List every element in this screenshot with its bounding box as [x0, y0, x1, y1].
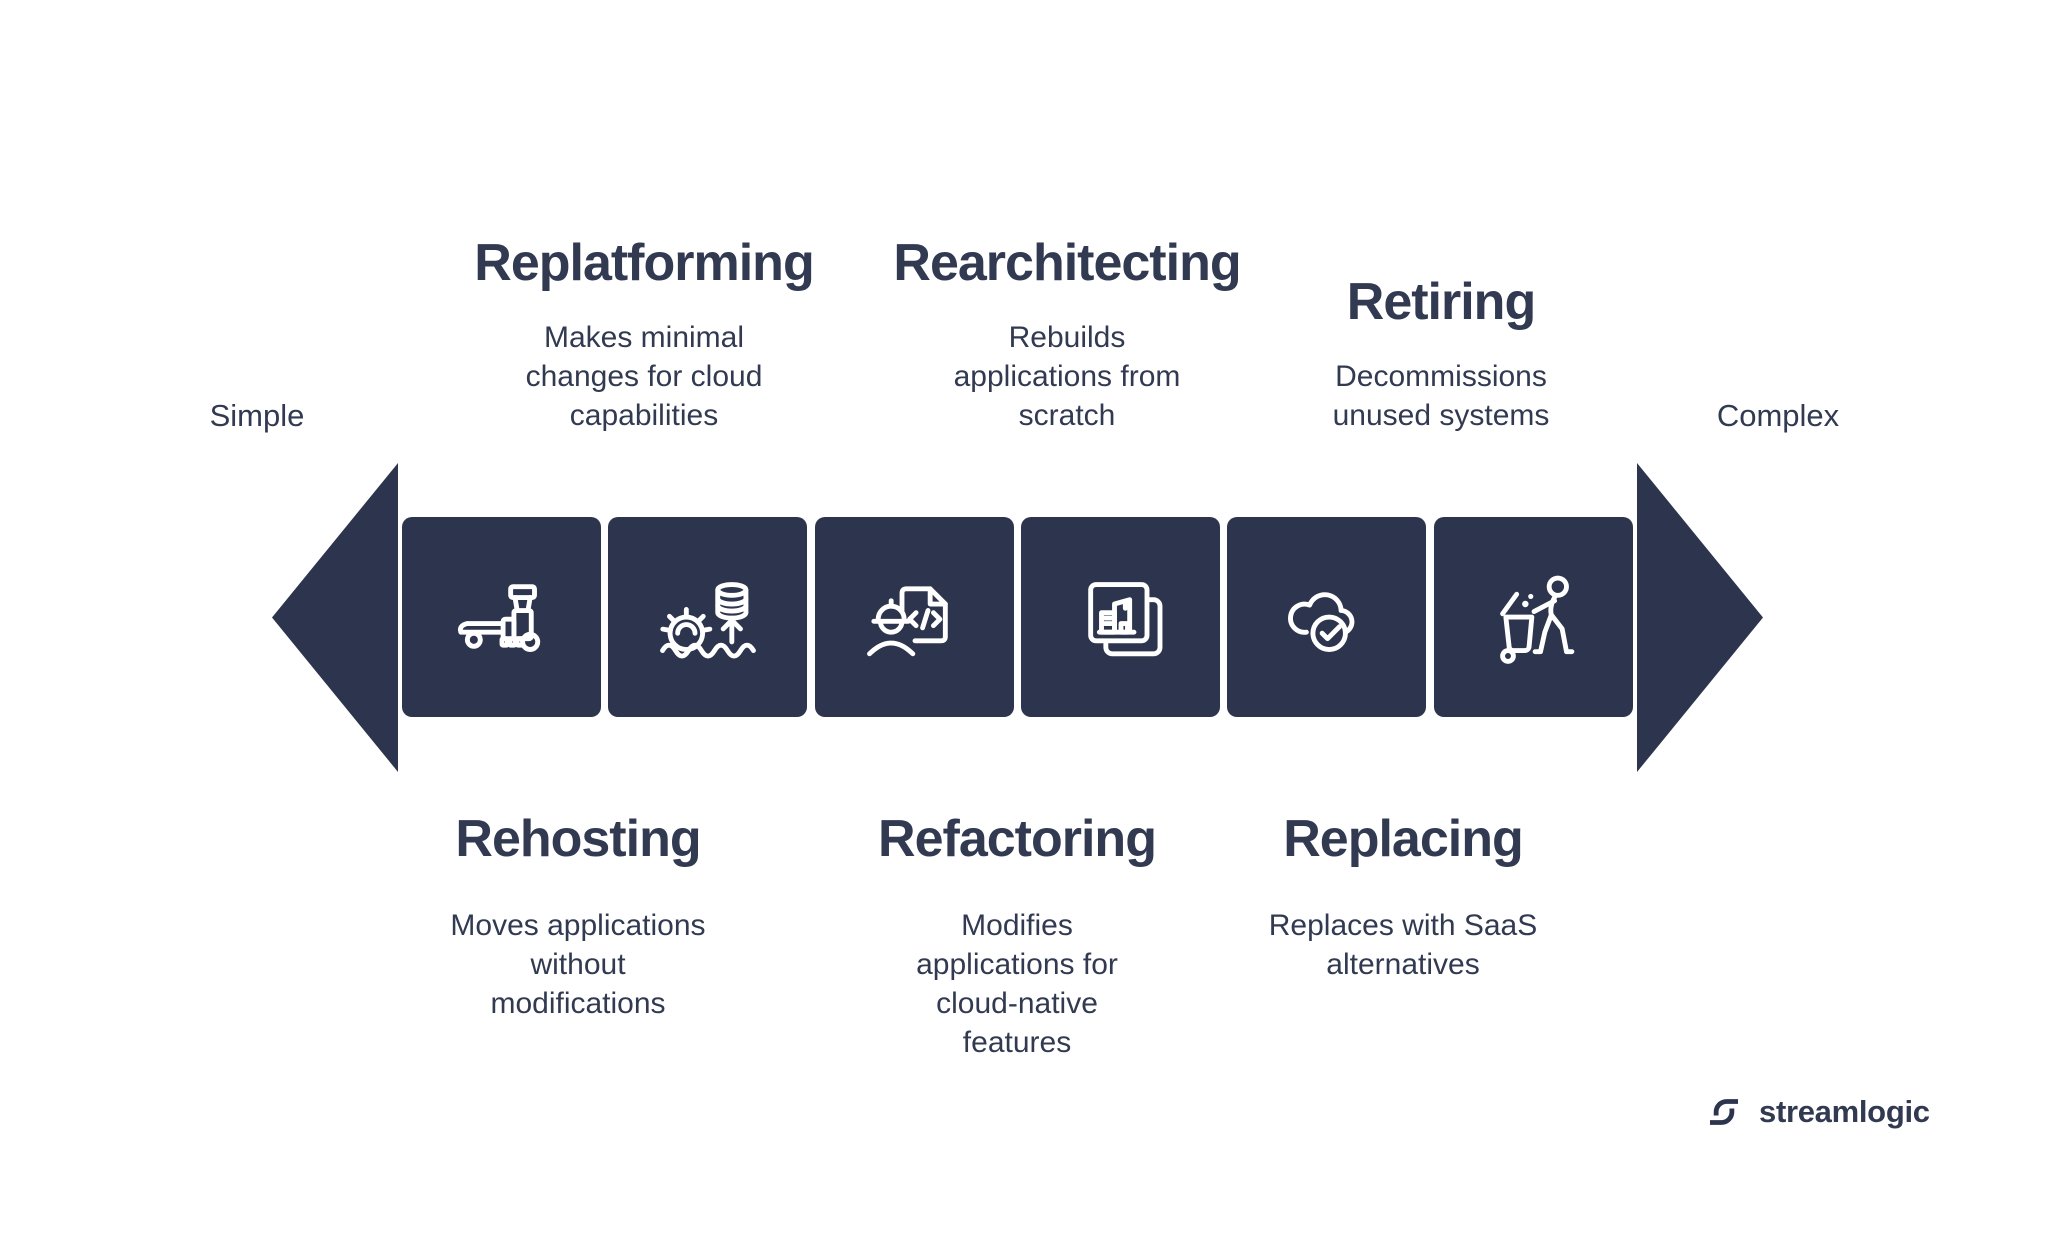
strategy-title: Refactoring — [878, 810, 1157, 868]
engineer-code-icon — [866, 586, 948, 657]
gear-wave-upgrade-icon — [659, 582, 756, 659]
strategy-description: Replaces with SaaS alternatives — [1268, 909, 1538, 981]
strategy-refactoring: Refactoring Modifies applications for cl… — [787, 808, 1247, 1062]
strategy-title: Rearchitecting — [893, 234, 1241, 292]
strategy-description: Decommissions unused systems — [1332, 360, 1550, 432]
arrow-right-head — [1637, 463, 1763, 772]
strategy-replatforming: Replatforming Makes minimal changes for … — [424, 232, 864, 435]
box-rehosting — [402, 517, 601, 717]
strategy-title: Replatforming — [474, 234, 814, 292]
person-trash-icon — [1499, 575, 1574, 664]
simple-label: Simple — [209, 398, 305, 433]
strategy-retiring: Retiring Decommissions unused systems — [1221, 271, 1661, 435]
cloud-check-icon — [1287, 592, 1354, 652]
strategy-title: Retiring — [1346, 273, 1536, 331]
arrow-left-head — [272, 463, 398, 772]
strategy-description: Makes minimal changes for cloud capabili… — [525, 321, 763, 432]
complex-label: Complex — [1716, 398, 1840, 433]
box-replatforming — [608, 517, 807, 717]
pallet-truck-icon — [457, 584, 540, 652]
strategy-description: Modifies applications for cloud-native f… — [916, 909, 1118, 1059]
strategy-description: Rebuilds applications from scratch — [953, 321, 1181, 432]
box-retiring — [1434, 517, 1633, 717]
box-rearchitecting — [1021, 517, 1220, 717]
blueprint-stack-icon — [1087, 582, 1162, 657]
strategy-description: Moves applications without modifications — [450, 909, 706, 1020]
strategy-rehosting: Rehosting Moves applications without mod… — [348, 808, 808, 1023]
box-refactoring — [815, 517, 1014, 717]
strategy-replacing: Replacing Replaces with SaaS alternative… — [1173, 808, 1633, 984]
strategy-title: Replacing — [1283, 810, 1524, 868]
logo-text: streamlogic — [1759, 1094, 1930, 1129]
logo-icon — [1710, 1099, 1738, 1125]
box-replacing — [1227, 517, 1426, 717]
strategy-title: Rehosting — [455, 810, 701, 868]
strategy-rearchitecting: Rearchitecting Rebuilds applications fro… — [847, 232, 1287, 435]
logo: streamlogic — [1703, 1091, 1930, 1133]
